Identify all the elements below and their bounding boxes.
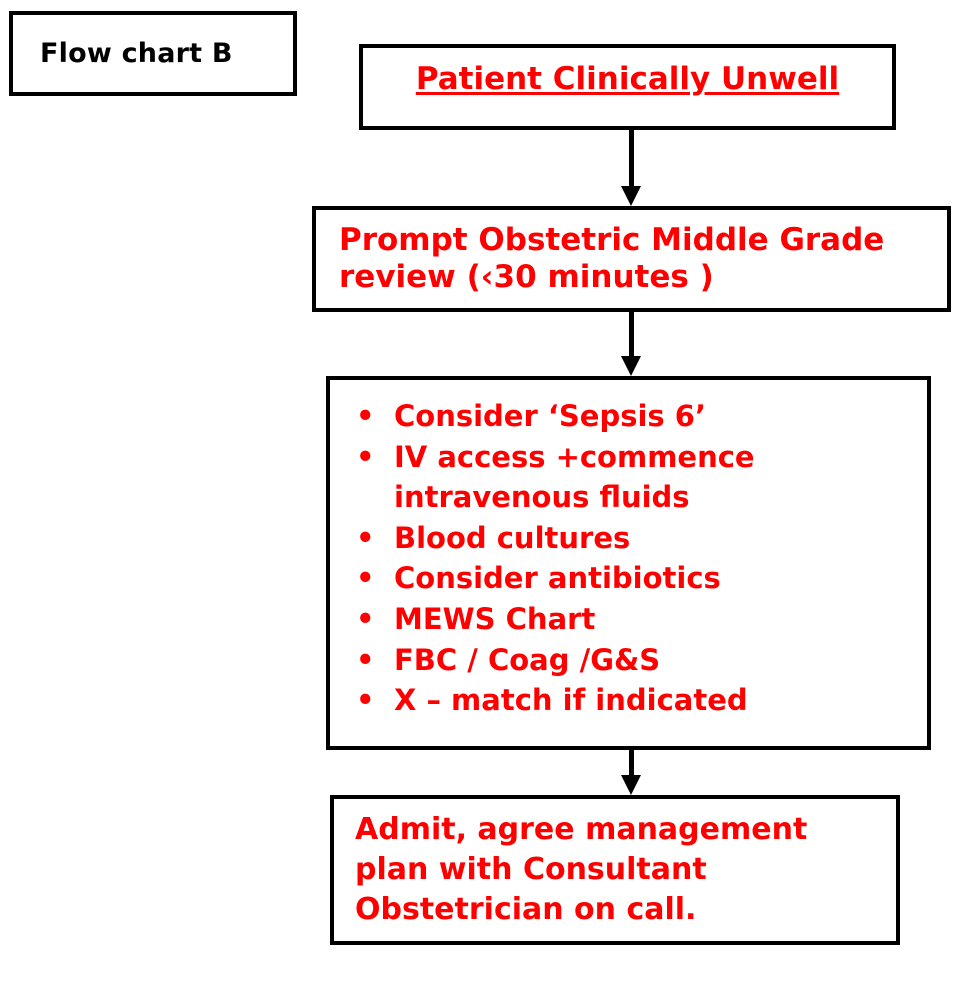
node-admit-agree-plan: Admit, agree management plan with Consul… — [330, 795, 900, 945]
node-patient-clinically-unwell-inner: Patient Clinically Unwell — [363, 48, 892, 126]
list-item: • Consider antibiotics — [356, 558, 927, 599]
list-item: • Consider ‘Sepsis 6’ — [356, 396, 927, 437]
arrow-head-down-icon — [621, 775, 641, 795]
list-item: • Blood cultures — [356, 518, 927, 559]
list-item-label: Blood cultures — [394, 520, 631, 555]
list-item: • FBC / Coag /G&S — [356, 640, 927, 681]
flowchart-label-box: Flow chart B — [9, 11, 297, 96]
list-item: • X – match if indicated — [356, 680, 927, 721]
bullet-dot-icon: • — [356, 561, 375, 596]
list-item-label: FBC / Coag /G&S — [394, 642, 661, 677]
node-prompt-obstetric-review: Prompt Obstetric Middle Grade review (‹3… — [312, 206, 951, 312]
arrow-head-down-icon — [621, 186, 641, 206]
list-item-label: Consider antibiotics — [394, 561, 721, 596]
bullet-dot-icon: • — [356, 520, 375, 555]
list-item: • MEWS Chart — [356, 599, 927, 640]
bullet-dot-icon: • — [356, 642, 375, 677]
arrow-head-down-icon — [621, 356, 641, 376]
list-item-label: Consider ‘Sepsis 6’ — [394, 399, 706, 433]
flowchart-label-box-inner: Flow chart B — [13, 15, 293, 92]
node-immediate-actions: • Consider ‘Sepsis 6’ • IV access +commence… — [326, 376, 931, 750]
list-item-label: MEWS Chart — [394, 601, 596, 636]
bullet-dot-icon: • — [356, 683, 375, 718]
node-patient-clinically-unwell: Patient Clinically Unwell — [359, 44, 896, 130]
node-admit-agree-plan-inner: Admit, agree management plan with Consul… — [334, 799, 896, 941]
node-admit-agree-plan-text: Admit, agree management plan with Consul… — [355, 812, 808, 927]
list-item: • IV access +commence intravenous fluids — [356, 437, 927, 518]
bullet-dot-icon: • — [356, 439, 375, 474]
arrow-line — [629, 129, 634, 189]
node-prompt-obstetric-review-text: Prompt Obstetric Middle Grade review (‹3… — [339, 222, 885, 295]
list-item-label: IV access +commence intravenous fluids — [394, 439, 755, 515]
bullet-dot-icon: • — [356, 399, 375, 433]
arrow-line — [629, 311, 634, 359]
immediate-actions-list: • Consider ‘Sepsis 6’ • IV access +commence… — [330, 380, 927, 721]
arrow-line — [629, 749, 634, 778]
node-patient-clinically-unwell-text: Patient Clinically Unwell — [415, 61, 840, 98]
node-prompt-obstetric-review-inner: Prompt Obstetric Middle Grade review (‹3… — [316, 210, 947, 308]
flowchart-label-text: Flow chart B — [40, 37, 233, 69]
list-item-label: X – match if indicated — [394, 683, 748, 718]
bullet-dot-icon: • — [356, 601, 375, 636]
